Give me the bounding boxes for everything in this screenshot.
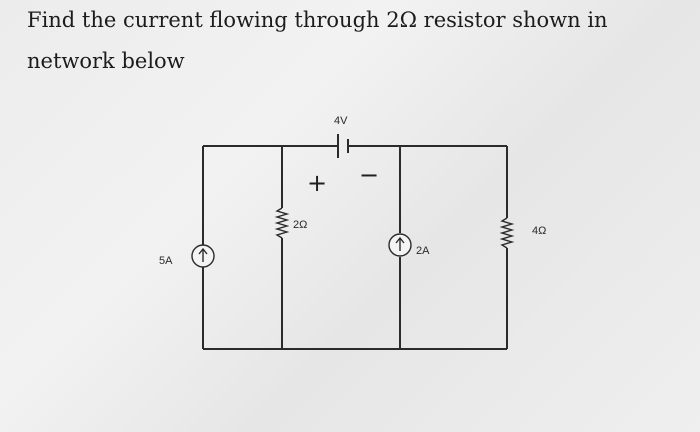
circuit-wires: [202, 145, 508, 350]
resistor-4-ohm: [499, 217, 515, 249]
current-source-5a-label: 5A: [159, 255, 173, 267]
current-source-5a: [191, 244, 215, 268]
battery-4v: [337, 134, 349, 158]
question-text-line-1: Find the current flowing through 2Ω resi…: [27, 8, 608, 32]
battery-voltage-label: 4V: [334, 115, 348, 127]
resistor-2-ohm: [274, 207, 290, 239]
question-text-line-2: network below: [27, 49, 185, 73]
battery-minus-sign: −: [359, 161, 379, 189]
current-source-2a: [388, 233, 412, 257]
current-source-2a-label: 2A: [416, 245, 430, 257]
resistor-4-ohm-label: 4Ω: [532, 225, 546, 237]
battery-plus-sign: +: [307, 169, 327, 197]
resistor-2-ohm-label: 2Ω: [293, 219, 307, 231]
